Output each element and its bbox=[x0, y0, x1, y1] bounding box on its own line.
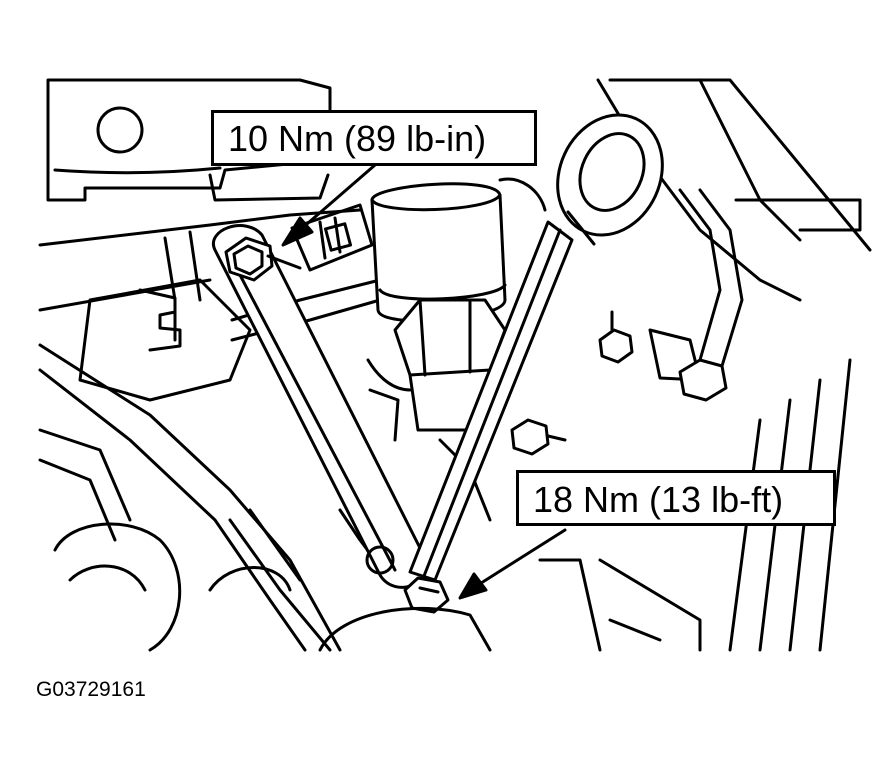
torque-callout-top: 10 Nm (89 lb-in) bbox=[211, 110, 537, 166]
bottom-bolt bbox=[403, 576, 450, 614]
torque-callout-bottom: 18 Nm (13 lb-ft) bbox=[516, 470, 836, 526]
hose-fitting bbox=[648, 188, 744, 402]
top-bolt bbox=[224, 236, 302, 282]
ring-wrench bbox=[408, 113, 664, 582]
bottom-arrow-line bbox=[476, 528, 567, 587]
left-rail bbox=[38, 208, 382, 652]
figure-id: G03729161 bbox=[36, 678, 146, 701]
top-connector bbox=[290, 203, 374, 272]
lower-housing bbox=[318, 558, 602, 652]
top-arrow-line bbox=[298, 163, 377, 232]
top-arrow-head bbox=[281, 216, 314, 247]
pointer-arrows bbox=[281, 163, 567, 600]
side-bolts bbox=[510, 310, 634, 456]
bottom-arrow-head bbox=[458, 572, 488, 600]
